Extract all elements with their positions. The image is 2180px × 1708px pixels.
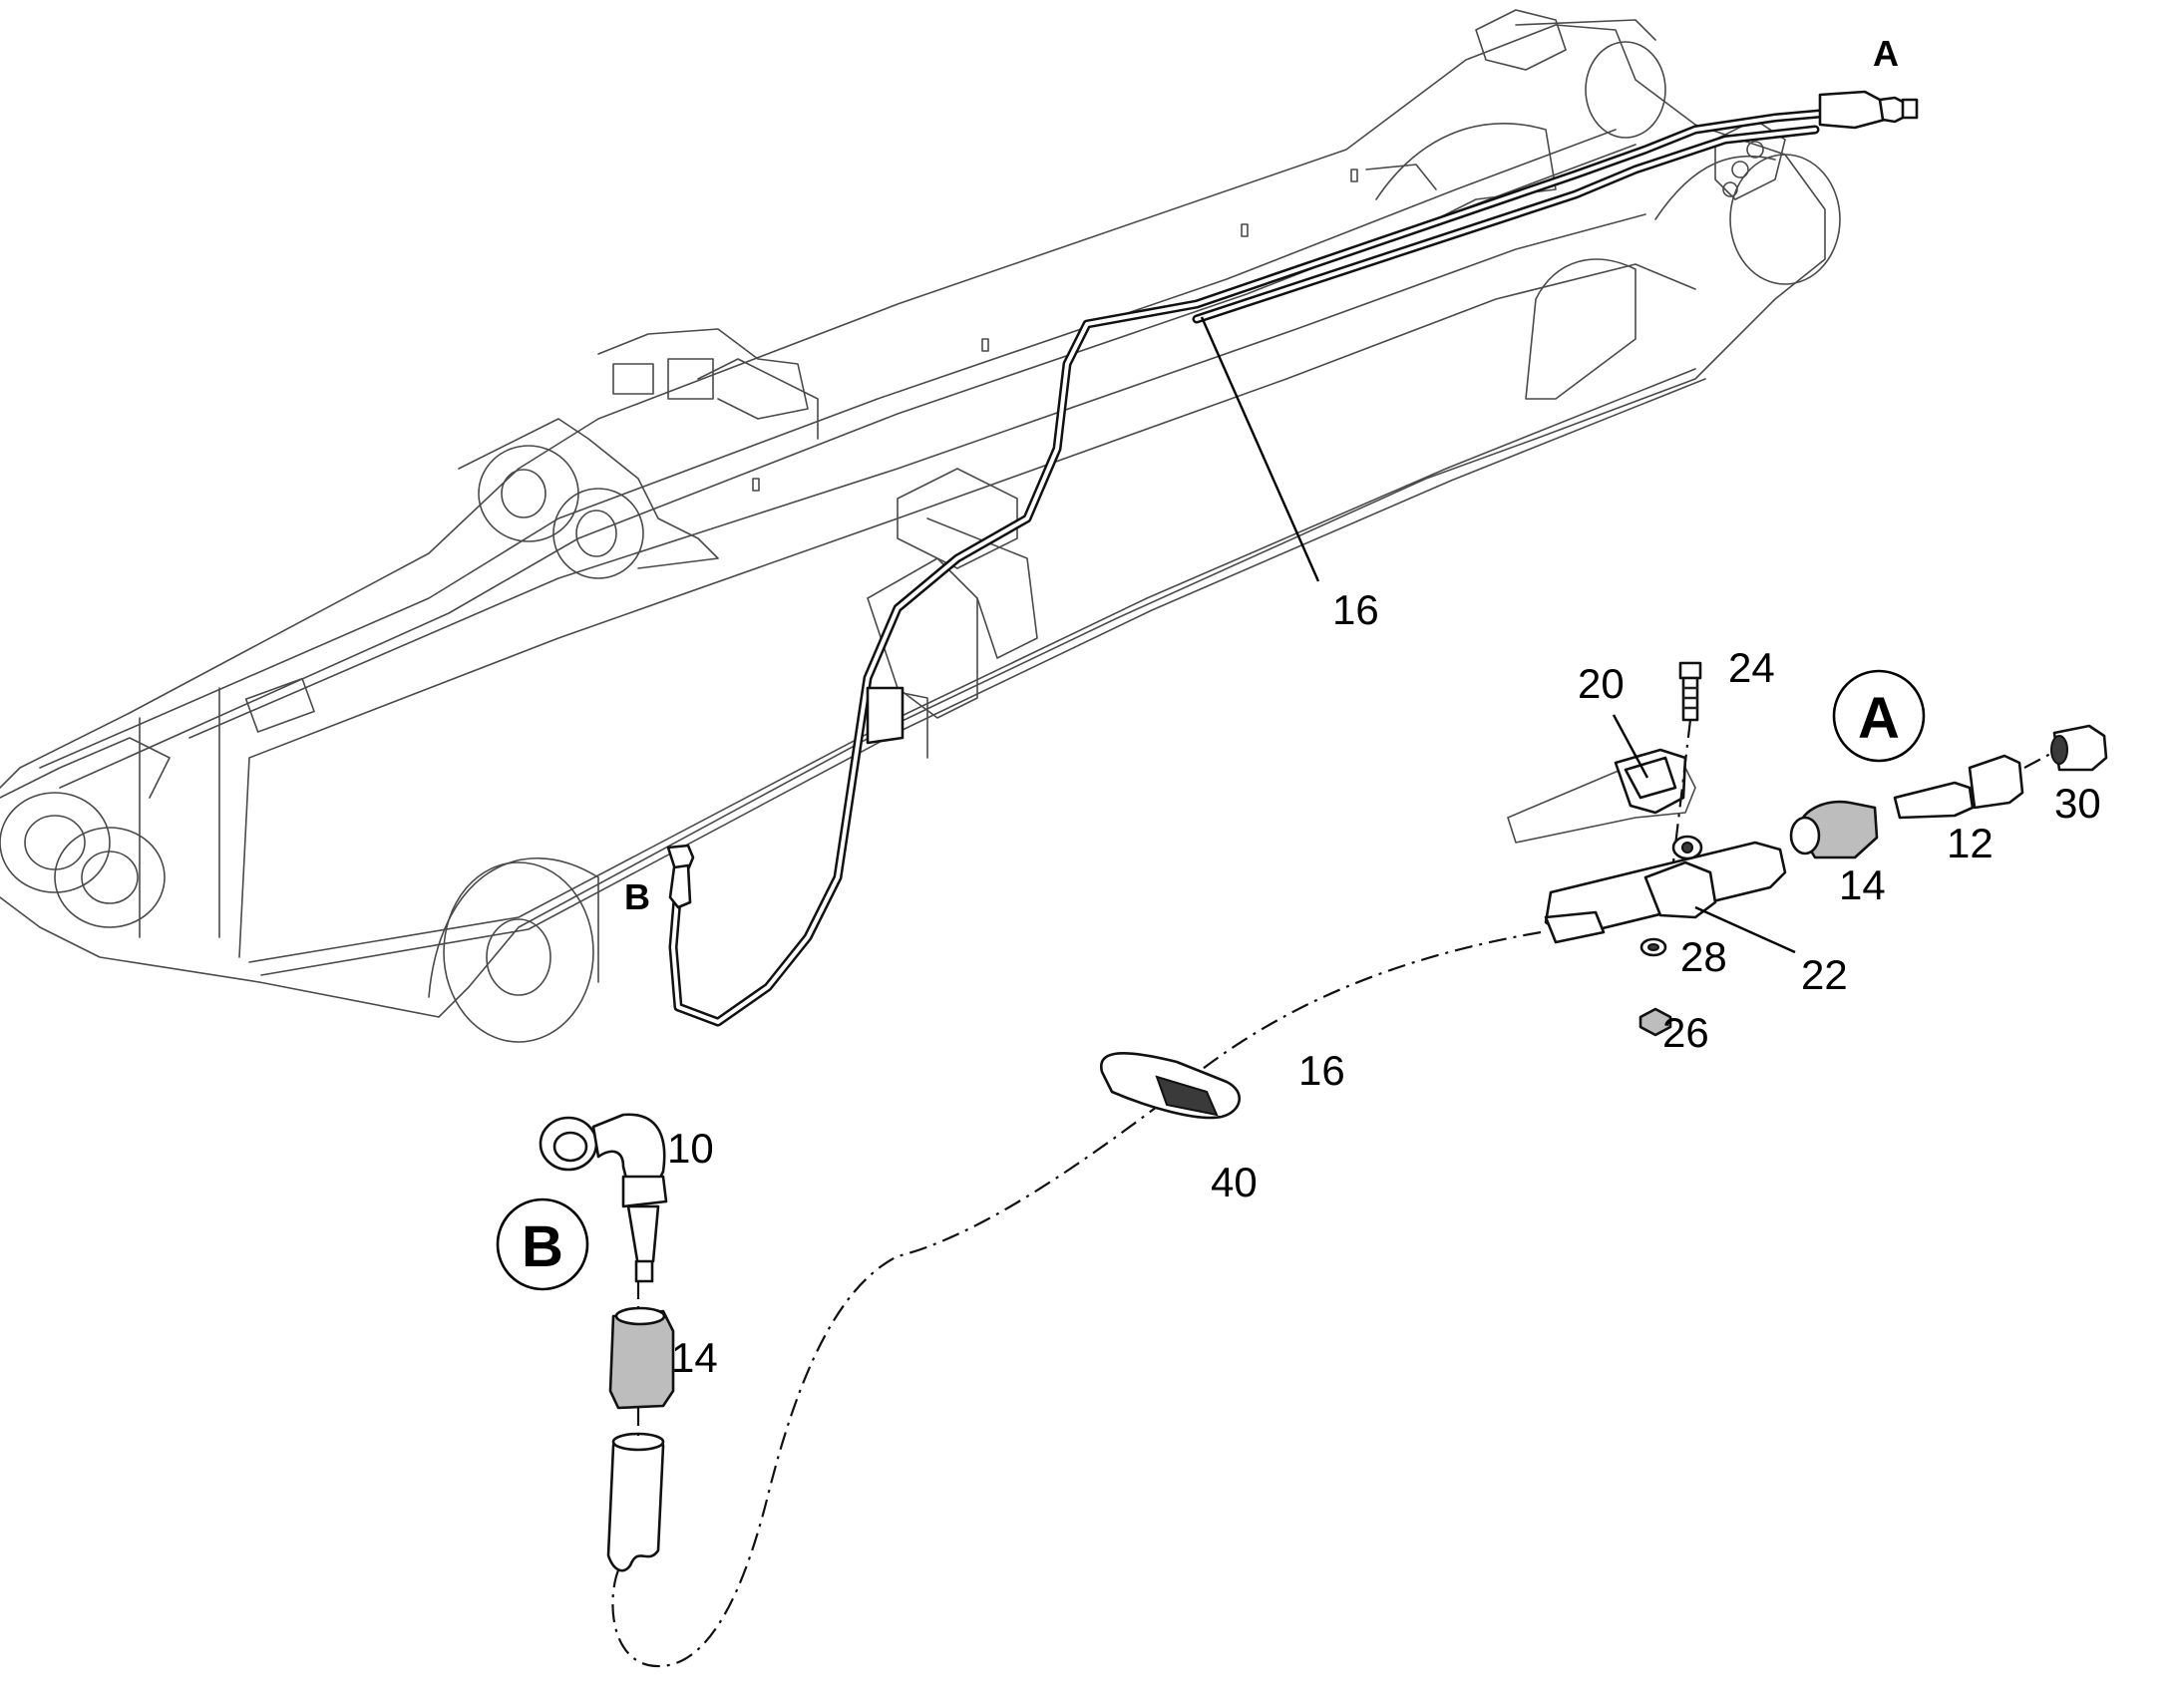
end-b-label: B — [624, 876, 650, 917]
detail-a-assembly — [1507, 661, 2108, 1037]
part-number-30: 30 — [2054, 780, 2101, 827]
leader-20 — [1612, 714, 1649, 779]
leader-22 — [1694, 905, 1796, 954]
band-clamp-40 — [1099, 1052, 1241, 1120]
boom-structure — [0, 9, 1841, 1043]
part-number-28: 28 — [1680, 933, 1727, 980]
part-number-26: 26 — [1662, 1009, 1709, 1056]
part-number-14-detail-a: 14 — [1839, 861, 1886, 908]
hose-phantom-route — [611, 930, 1542, 1668]
callout-a: A — [1832, 669, 1926, 763]
part-number-10: 10 — [667, 1125, 714, 1172]
part-number-16-top: 16 — [1332, 586, 1379, 633]
callout-b: B — [496, 1197, 589, 1291]
part-number-16-bottom: 16 — [1298, 1047, 1345, 1094]
detail-b-assembly — [539, 1113, 675, 1572]
part-number-20: 20 — [1578, 660, 1625, 707]
hose-route — [666, 90, 1919, 1027]
part-number-12: 12 — [1947, 820, 1994, 866]
part-number-22: 22 — [1801, 951, 1848, 998]
callout-a-letter: A — [1858, 686, 1900, 751]
end-a-label: A — [1873, 33, 1899, 74]
part-number-14-detail-b: 14 — [671, 1334, 718, 1381]
part-number-40: 40 — [1211, 1159, 1258, 1205]
part-number-24: 24 — [1728, 644, 1775, 691]
leader-16-top — [1200, 316, 1320, 582]
callout-b-letter: B — [522, 1214, 563, 1279]
